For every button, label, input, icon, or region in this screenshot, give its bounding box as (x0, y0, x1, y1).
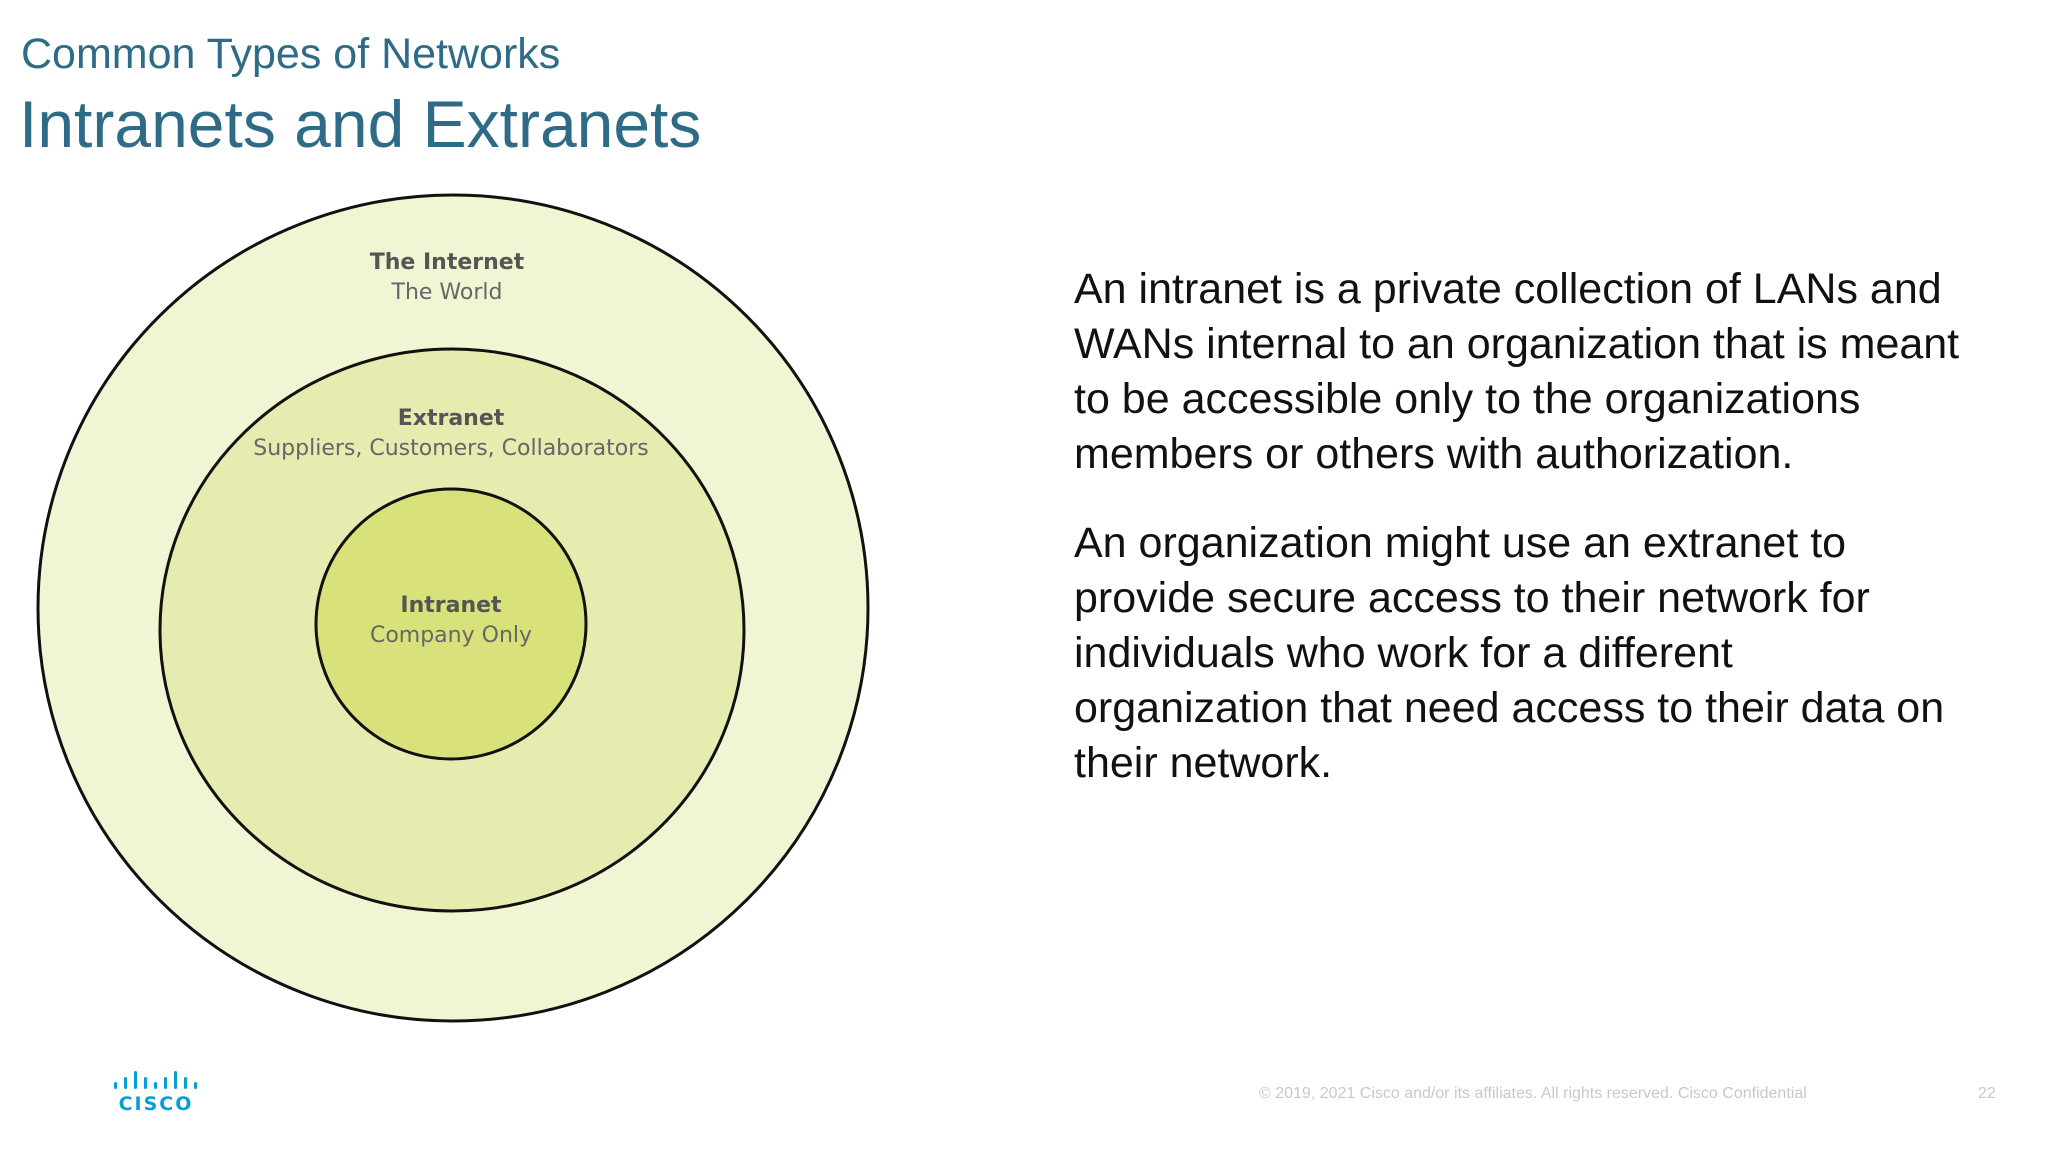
section-subtitle: Common Types of Networks (21, 30, 561, 78)
intranet-paragraph: An intranet is a private collection of L… (1074, 265, 1960, 478)
copyright-footer: © 2019, 2021 Cisco and/or its affiliates… (1259, 1085, 1807, 1102)
intranet-label: Intranet (400, 593, 502, 618)
slide-title: Intranets and Extranets (19, 87, 702, 161)
internet-description: The World (391, 280, 503, 305)
body-text: An intranet is a private collection of L… (1074, 262, 1974, 825)
intranet-circle (314, 487, 588, 761)
network-circles-diagram: The Internet The World Extranet Supplier… (36, 193, 870, 1023)
extranet-label: Extranet (398, 406, 505, 431)
intranet-description: Company Only (370, 623, 532, 648)
page-number: 22 (1978, 1085, 1996, 1102)
cisco-logo: CISCO (114, 1071, 197, 1112)
extranet-description: Suppliers, Customers, Collaborators (253, 436, 648, 461)
extranet-paragraph: An organization might use an extranet to… (1074, 519, 1945, 787)
internet-label: The Internet (370, 250, 525, 275)
cisco-logo-text: CISCO (119, 1093, 194, 1112)
